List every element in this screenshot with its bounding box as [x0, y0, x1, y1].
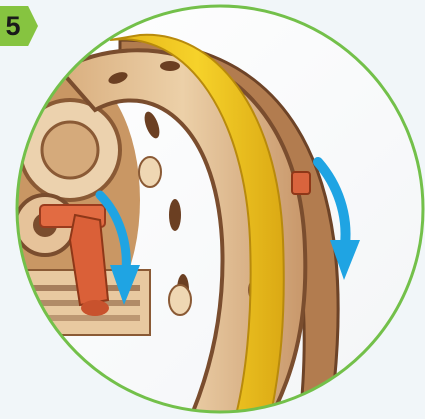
assembly-illustration: [0, 0, 425, 419]
